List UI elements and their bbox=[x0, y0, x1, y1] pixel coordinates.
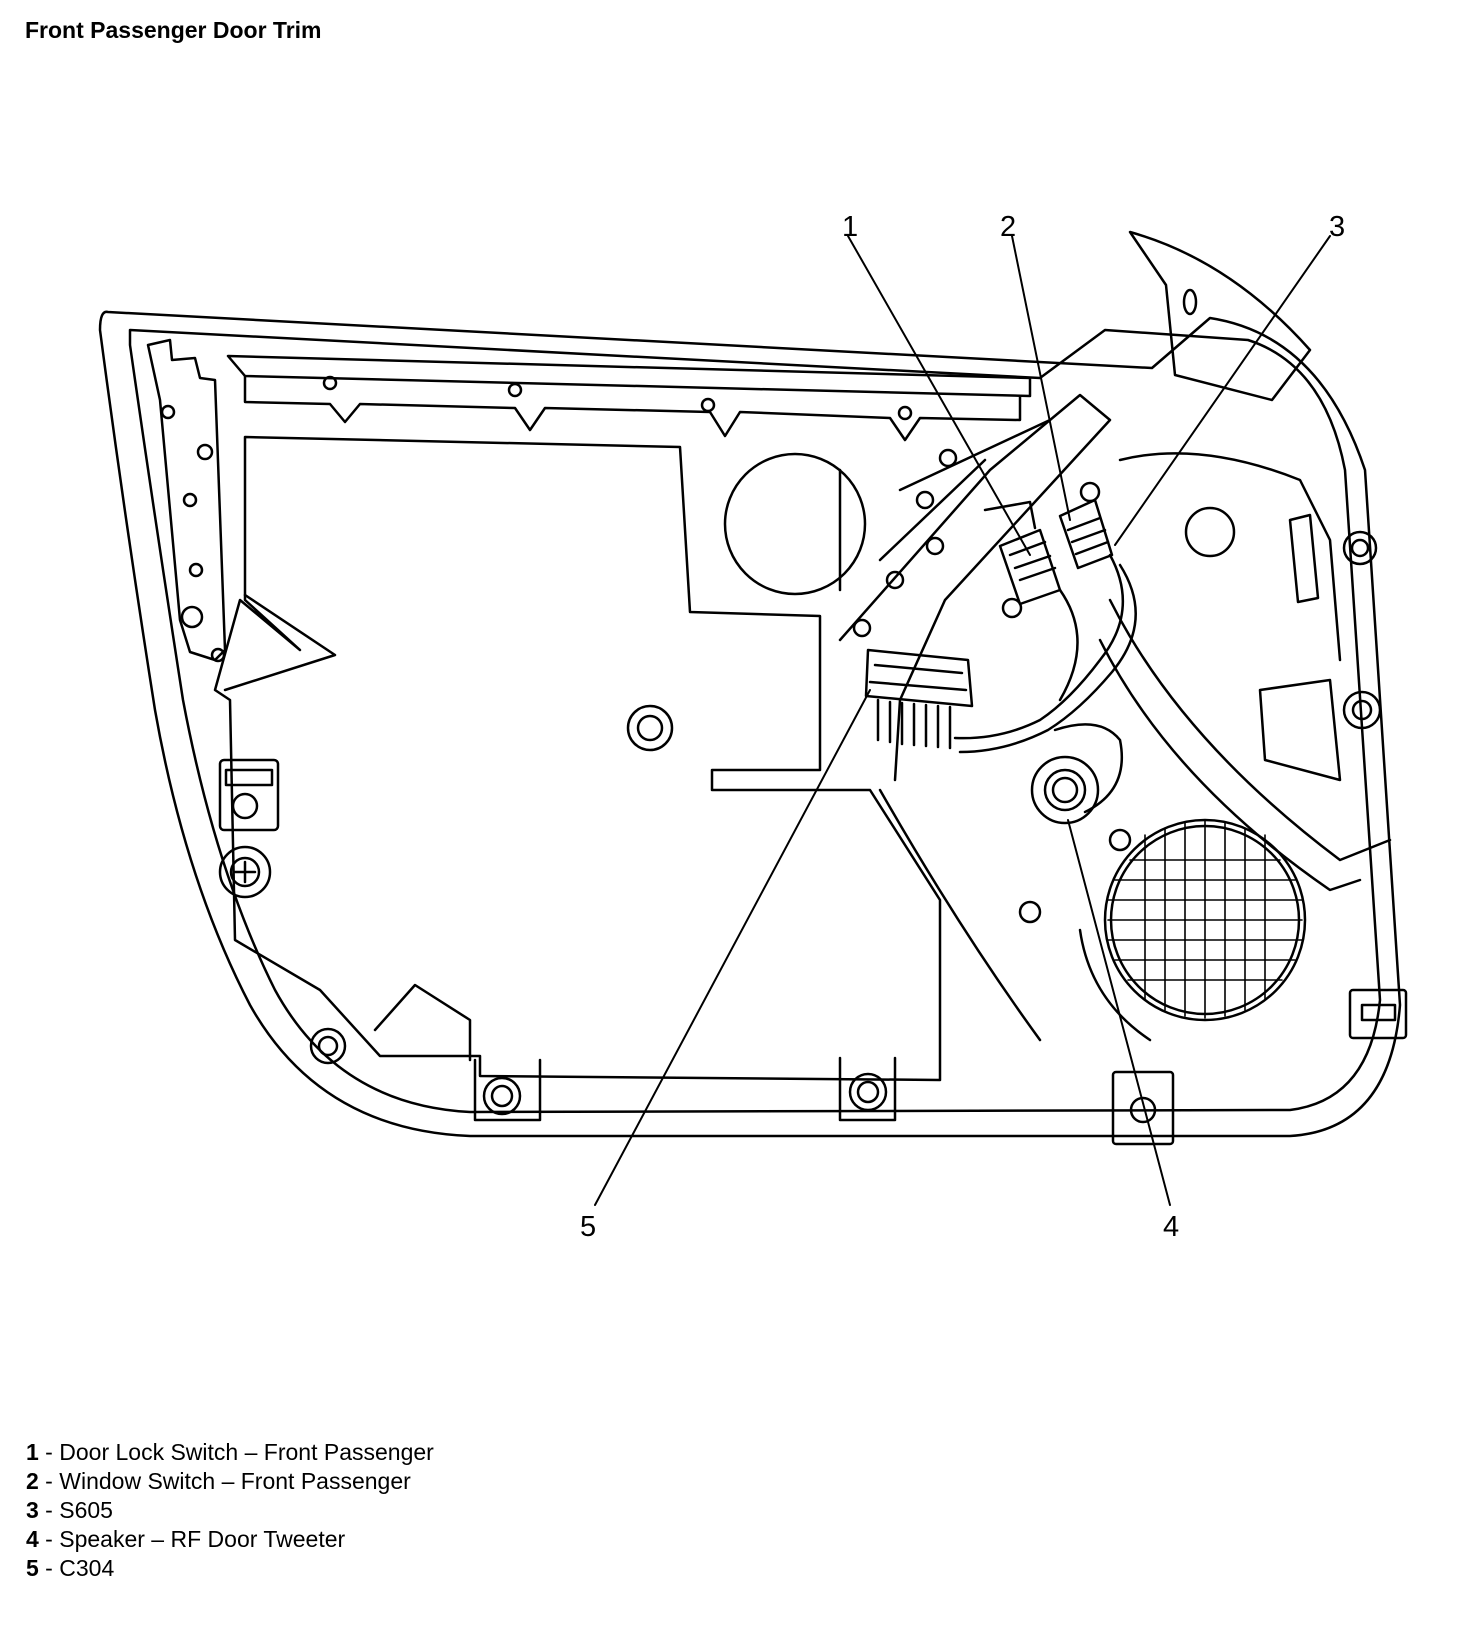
leader-5 bbox=[594, 689, 871, 1206]
callout-number-2: 2 bbox=[1000, 211, 1016, 243]
legend-item-5: 5 - C304 bbox=[26, 1555, 115, 1581]
leader-1 bbox=[847, 235, 1031, 556]
leader-lines bbox=[594, 235, 1331, 1206]
c304-connector bbox=[864, 648, 974, 708]
right-block bbox=[1288, 513, 1320, 604]
upper-corner-hole bbox=[1182, 288, 1198, 316]
callout-number-3: 3 bbox=[1329, 211, 1345, 243]
right-curve-rib bbox=[1118, 452, 1342, 662]
door-panel-outline bbox=[98, 310, 1402, 1138]
leader-3 bbox=[1114, 235, 1331, 546]
legend-item-2: 2 - Window Switch – Front Passenger bbox=[26, 1468, 411, 1494]
right-clip-lower bbox=[1342, 690, 1382, 730]
top-rail bbox=[226, 354, 1032, 398]
right-clip bbox=[1342, 530, 1378, 566]
left-fastener bbox=[218, 845, 272, 899]
window-switch-connector bbox=[1058, 498, 1114, 570]
door-lock-switch-connector bbox=[998, 528, 1062, 606]
leader-2 bbox=[1011, 235, 1071, 521]
rail-hole-3 bbox=[700, 397, 716, 413]
boss-lower-left bbox=[309, 1027, 347, 1065]
legend-item-3: 3 - S605 bbox=[26, 1497, 113, 1523]
right-boss bbox=[1184, 506, 1236, 558]
legend-item-4: 4 - Speaker – RF Door Tweeter bbox=[26, 1526, 346, 1552]
upper-corner-piece bbox=[1128, 230, 1312, 402]
legend-item-1: 1 - Door Lock Switch – Front Passenger bbox=[26, 1439, 434, 1465]
leader-4 bbox=[1067, 819, 1171, 1206]
cavity-boss bbox=[626, 704, 674, 752]
top-rail-lower bbox=[243, 374, 1022, 442]
rail-hole-2 bbox=[507, 382, 523, 398]
page-title: Front Passenger Door Trim bbox=[25, 17, 322, 43]
callout-legend: 1 - Door Lock Switch – Front Passenger 2… bbox=[26, 1438, 434, 1583]
boss-lower-mid-2 bbox=[848, 1072, 888, 1112]
inner-cavity bbox=[213, 435, 942, 1082]
callout-number-1: 1 bbox=[842, 211, 858, 243]
lower-right-clip bbox=[1348, 988, 1408, 1040]
center-rib bbox=[838, 393, 1112, 782]
left-edge-bracket bbox=[146, 338, 227, 662]
door-panel-inner-rim bbox=[128, 328, 1382, 1114]
left-clip bbox=[218, 758, 280, 832]
lower-center-clip bbox=[1111, 1070, 1175, 1146]
tweeter bbox=[1030, 755, 1100, 825]
callout-number-4: 4 bbox=[1163, 1211, 1179, 1243]
rail-hole-1 bbox=[322, 375, 338, 391]
grille-pattern bbox=[1107, 819, 1303, 1019]
wiring-harness bbox=[953, 553, 1125, 740]
speaker-cutout bbox=[723, 452, 867, 596]
callout-number-5: 5 bbox=[580, 1211, 596, 1243]
boss-lower-mid-1 bbox=[482, 1076, 522, 1116]
rail-hole-4 bbox=[897, 405, 913, 421]
